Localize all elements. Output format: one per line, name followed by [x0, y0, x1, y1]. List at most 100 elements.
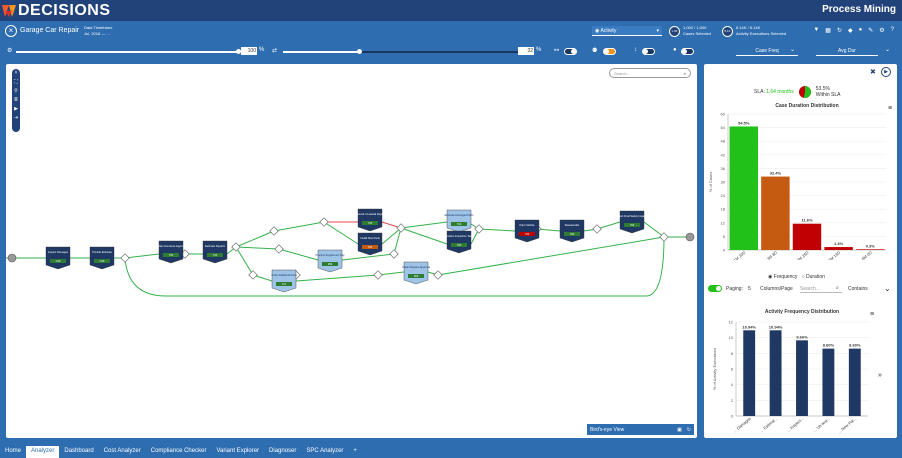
fit-icon[interactable]: ⛶	[14, 79, 18, 85]
case-duration-chart: Case Duration Distribution≡0612182430364…	[708, 103, 892, 260]
tab-variant-explorer[interactable]: Variant Explorer	[216, 448, 260, 454]
chevron-up-icon[interactable]: ˄	[14, 70, 18, 76]
next-page-icon[interactable]: »	[878, 372, 882, 379]
activity-frequency-chart: Activity Frequency Distribution≡02468101…	[712, 309, 874, 435]
bar	[769, 330, 782, 416]
app-title: Process Mining	[822, 4, 896, 15]
tab-compliance-checker[interactable]: Compliance Checker	[150, 448, 207, 454]
activity-slider-value[interactable]: 100	[241, 47, 257, 55]
tab-add[interactable]: +	[353, 448, 357, 454]
close-icon[interactable]: ×	[5, 25, 17, 37]
frequency-radio[interactable]: ◉ Frequency	[768, 274, 798, 280]
tab-analyzer[interactable]: Analyzer	[26, 446, 60, 458]
path-slider-value[interactable]: 32	[518, 47, 534, 55]
tab-dashboard[interactable]: Dashboard	[64, 448, 94, 454]
help-icon[interactable]: ?	[890, 27, 894, 33]
x-tick-label: Up to 8M 0D	[852, 250, 872, 260]
activity-node-badge	[163, 253, 179, 257]
context-toolbar: ▼ ▦ ↻ ◆ ● ✎ ⚙ ?	[813, 27, 894, 34]
chart-search-input[interactable]: Search...	[800, 286, 842, 293]
within-label: Within SLA	[815, 92, 841, 98]
sla-pie	[798, 86, 811, 98]
magic-wand-icon[interactable]: ✎	[868, 28, 874, 34]
chevron-down-icon[interactable]: ⌄	[884, 284, 891, 293]
avg-dur-dropdown[interactable]: Avg Dur	[816, 46, 878, 56]
calendar-icon[interactable]: ▦	[825, 28, 831, 34]
birds-eye-bar[interactable]: Bird's-eye View ↻ ▣	[587, 424, 694, 435]
toggle-4[interactable]	[681, 48, 694, 55]
refresh-icon[interactable]: ↻	[836, 28, 842, 34]
within-pct: 53.5%	[815, 86, 830, 92]
process-edge	[235, 246, 254, 276]
toggle-1[interactable]	[564, 48, 577, 55]
activity-slider-knob[interactable]	[236, 49, 241, 54]
duration-radio[interactable]: ○ Duration	[801, 274, 825, 280]
activity-node-shape	[158, 240, 184, 264]
chevron-down-icon: ⌄	[885, 47, 891, 53]
gateway-icon	[319, 217, 329, 227]
activity-select[interactable]: ◉ Activity ▾	[592, 26, 662, 36]
filter-icon[interactable]: ▼	[813, 27, 820, 33]
paging-toggle[interactable]	[708, 285, 722, 292]
play-icon[interactable]: ▶	[14, 106, 18, 112]
paging-label: Paging:	[726, 286, 743, 292]
path-slider-track[interactable]	[283, 51, 522, 53]
x-tick-label: ... New Par...	[837, 416, 858, 435]
list-icon[interactable]: ≣	[13, 97, 19, 103]
gateway-icon	[389, 249, 399, 259]
process-edge	[596, 221, 621, 230]
y-tick-label: 54	[721, 125, 726, 130]
activity-node-label: Conduct Final Safety Inspection	[614, 214, 651, 218]
process-name: Garage Car Repair	[20, 27, 80, 34]
process-edge	[381, 227, 402, 245]
path-slider-knob[interactable]	[357, 49, 363, 54]
timeframe[interactable]: Data Timeframe Jul, 2018 — ...	[84, 25, 112, 37]
gateway-icon	[120, 253, 130, 263]
toggle-3[interactable]	[642, 48, 655, 55]
tab-cost-analyzer[interactable]: Cost Analyzer	[103, 448, 141, 454]
menu-icon[interactable]: ≡	[870, 311, 874, 318]
toggle-2[interactable]	[603, 48, 616, 55]
tab-diagnoser[interactable]: Diagnoser	[269, 448, 297, 454]
activity-node-shape	[202, 240, 228, 264]
gear-icon[interactable]: ⚙	[879, 28, 885, 34]
y-tick-label: 36	[721, 166, 726, 171]
paging-value[interactable]: 5	[748, 286, 751, 292]
menu-icon[interactable]: ≡	[888, 105, 892, 112]
bar	[824, 247, 853, 250]
target-icon[interactable]: ●	[858, 27, 863, 33]
activity-node-badge	[408, 274, 424, 278]
tab-home[interactable]: Home	[5, 448, 22, 454]
data-label: 0.3%	[866, 243, 876, 248]
image-icon[interactable]: ▣	[677, 427, 682, 433]
layers-icon[interactable]: ◆	[847, 28, 853, 34]
contains-dropdown[interactable]: Contains	[848, 286, 868, 292]
map-search-input[interactable]: Search... ⌕	[609, 68, 691, 78]
timeframe-label: Data Timeframe	[84, 25, 113, 30]
export-icon[interactable]: ⇥	[13, 115, 19, 121]
columns-page-label: Columns/Page	[760, 286, 793, 292]
tab-spc-analyzer[interactable]: SPC Analyzer	[306, 448, 344, 454]
y-tick-label: 10	[729, 335, 734, 340]
play-circle-icon[interactable]: ▶	[881, 67, 891, 77]
case-freq-dropdown[interactable]: Case Freq	[736, 46, 798, 56]
refresh-icon[interactable]: ↻	[686, 427, 691, 433]
pin-icon[interactable]: ⚲	[14, 88, 18, 94]
expand-icon[interactable]: ✖	[870, 69, 876, 76]
